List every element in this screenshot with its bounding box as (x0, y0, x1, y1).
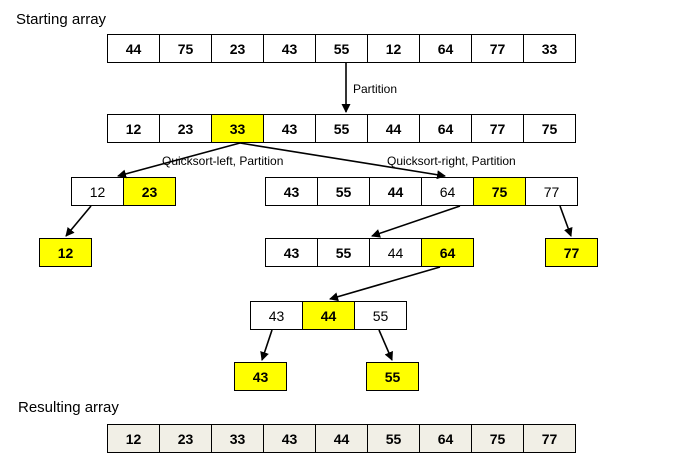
result-cell: 55 (367, 424, 420, 453)
leaf-43: 43 (234, 362, 287, 391)
inner-arrow (329, 266, 441, 302)
array-cell: 44 (369, 177, 422, 206)
result-cell: 64 (419, 424, 472, 453)
array-cell: 55 (317, 177, 370, 206)
quicksort-left-arrow (117, 142, 241, 179)
array-cell: 12 (107, 114, 160, 143)
array-cell: 55 (354, 301, 407, 330)
pivot-cell: 43 (234, 362, 287, 391)
pivot-cell: 55 (366, 362, 419, 391)
leaf-55: 55 (366, 362, 419, 391)
array-cell: 12 (71, 177, 124, 206)
partitioned-array: 12 23 33 43 55 44 64 77 75 (107, 114, 576, 143)
array-cell: 75 (523, 114, 576, 143)
starting-array: 44 75 23 43 55 12 64 77 33 (107, 34, 576, 63)
pivot-cell: 64 (421, 238, 474, 267)
array-cell: 64 (421, 177, 474, 206)
array-cell: 43 (263, 114, 316, 143)
array-cell: 77 (525, 177, 578, 206)
inner-subarray: 43 44 55 (250, 301, 407, 330)
left-leaf-arrow (65, 205, 92, 237)
left-leaf: 12 (39, 238, 92, 267)
array-cell: 55 (317, 238, 370, 267)
quicksort-right-label: Quicksort-right, Partition (387, 154, 516, 168)
pivot-cell: 75 (473, 177, 526, 206)
resulting-array: 12 23 33 43 44 55 64 75 77 (107, 424, 576, 453)
array-cell: 33 (523, 34, 576, 63)
leaf-43-arrow (260, 329, 273, 361)
partition-label: Partition (353, 82, 398, 96)
array-cell: 43 (265, 238, 318, 267)
leaf-55-arrow (378, 329, 393, 361)
array-cell: 43 (263, 34, 316, 63)
result-cell: 12 (107, 424, 160, 453)
resulting-array-title: Resulting array (18, 399, 119, 416)
array-cell: 55 (315, 34, 368, 63)
left-subarray: 12 23 (71, 177, 176, 206)
pivot-cell: 23 (123, 177, 176, 206)
pivot-cell: 77 (545, 238, 598, 267)
quicksort-left-label: Quicksort-left, Partition (162, 154, 284, 168)
result-cell: 23 (159, 424, 212, 453)
quicksort-right-arrow (239, 142, 446, 180)
right-mid-subarray: 43 55 44 64 (265, 238, 474, 267)
array-cell: 23 (159, 114, 212, 143)
array-cell: 12 (367, 34, 420, 63)
starting-array-title: Starting array (16, 11, 107, 28)
right-leaf: 77 (545, 238, 598, 267)
array-cell: 77 (471, 34, 524, 63)
pivot-cell: 33 (211, 114, 264, 143)
array-cell: 64 (419, 114, 472, 143)
array-cell: 44 (369, 238, 422, 267)
result-cell: 44 (315, 424, 368, 453)
array-cell: 64 (419, 34, 472, 63)
right-mid-arrow (371, 205, 461, 238)
array-cell: 55 (315, 114, 368, 143)
right-subarray: 43 55 44 64 75 77 (265, 177, 578, 206)
array-cell: 43 (250, 301, 303, 330)
result-cell: 75 (471, 424, 524, 453)
array-cell: 23 (211, 34, 264, 63)
pivot-cell: 12 (39, 238, 92, 267)
result-cell: 77 (523, 424, 576, 453)
array-cell: 44 (107, 34, 160, 63)
array-cell: 44 (367, 114, 420, 143)
right-leaf-arrow (559, 205, 573, 237)
